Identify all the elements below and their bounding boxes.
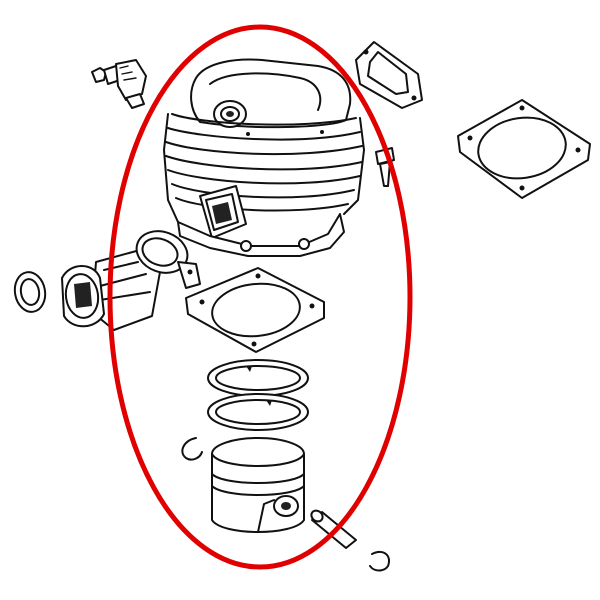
circlip-icon[interactable]: [181, 437, 203, 461]
cylinder-icon[interactable]: [163, 58, 365, 257]
hose-clamp-icon[interactable]: [131, 224, 201, 289]
piston-ring-icon[interactable]: [207, 359, 309, 431]
highlight-ellipse: [107, 24, 413, 570]
large-gasket-icon[interactable]: [457, 99, 591, 199]
decomp-valve-icon[interactable]: [375, 147, 395, 187]
spark-plug-icon[interactable]: [91, 59, 147, 109]
circlip-icon[interactable]: [369, 550, 390, 572]
base-gasket-icon[interactable]: [185, 267, 325, 353]
intake-ring-icon[interactable]: [12, 270, 48, 315]
piston-icon[interactable]: [211, 437, 305, 533]
exhaust-gasket-icon[interactable]: [355, 41, 423, 109]
